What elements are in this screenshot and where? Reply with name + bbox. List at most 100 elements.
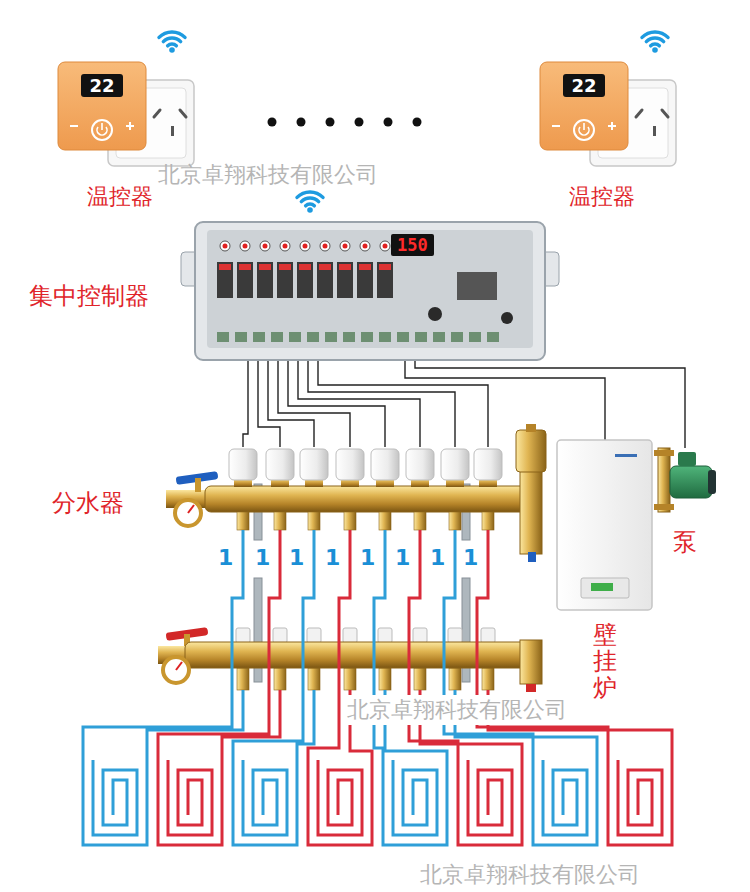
- balancing-cap: [481, 628, 495, 643]
- circuit-number: 1: [360, 545, 375, 570]
- thermometer-gauge: [175, 500, 201, 526]
- terminal: [235, 332, 247, 342]
- vent-cap: [526, 424, 536, 432]
- wifi-arc: [168, 44, 177, 46]
- wifi-arc: [301, 198, 318, 202]
- pump-body: [652, 448, 718, 512]
- drain-cap: [528, 552, 536, 562]
- floor-loop: [168, 760, 212, 835]
- outlet-fitting: [308, 668, 320, 690]
- actuator-wire: [268, 360, 314, 447]
- wifi-arc: [646, 38, 663, 42]
- actuator-head: [266, 449, 294, 480]
- led: [260, 241, 270, 251]
- minus-key: [552, 125, 560, 127]
- relay-mark: [359, 264, 371, 270]
- thermostat: 22温控器: [58, 62, 146, 150]
- valve-stem: [195, 478, 201, 492]
- relay: [297, 262, 313, 298]
- lcd-display: 22: [81, 74, 122, 97]
- control-wire: [243, 360, 248, 447]
- led: [380, 241, 390, 251]
- led: [220, 241, 230, 251]
- floor-loop: [393, 760, 437, 835]
- outlet-fitting: [274, 668, 286, 690]
- outlet-fitting: [414, 668, 426, 690]
- ellipsis-dot: [355, 118, 364, 127]
- device-label: 集中控制器: [29, 280, 149, 312]
- relay: [277, 262, 293, 298]
- terminal: [307, 332, 319, 342]
- outlet-fitting: [344, 512, 356, 530]
- outlet-fitting: [237, 512, 249, 530]
- chip: [457, 272, 497, 300]
- relay-mark: [319, 264, 331, 270]
- led-light: [223, 244, 228, 249]
- heating-pipe: [233, 530, 314, 845]
- wifi-icon: [642, 32, 668, 53]
- actuator-head: [406, 449, 434, 480]
- circuit-number: 1: [430, 545, 445, 570]
- relay-mark: [299, 264, 311, 270]
- ellipsis-dot: [297, 118, 306, 127]
- relay-mark: [339, 264, 351, 270]
- relay-mark: [239, 264, 251, 270]
- wifi-icon: [159, 32, 185, 53]
- relay: [317, 262, 333, 298]
- watermark: 北京卓翔科技有限公司: [420, 860, 640, 890]
- boiler-body: [557, 440, 652, 610]
- led-light: [303, 244, 308, 249]
- relay-mark: [279, 264, 291, 270]
- terminal-box: [678, 452, 696, 466]
- socket-slot: [154, 110, 186, 117]
- watermark: 北京卓翔科技有限公司: [158, 160, 378, 190]
- wifi-icon: [297, 192, 323, 213]
- terminal: [271, 332, 283, 342]
- outlet-fitting: [308, 512, 320, 530]
- minus-key: [70, 125, 78, 127]
- balancing-cap: [448, 628, 462, 643]
- relay: [377, 262, 393, 298]
- pump-pipe: [658, 448, 670, 512]
- socket-slot: [653, 126, 656, 136]
- outlet-fitting: [379, 512, 391, 530]
- actuator-head: [371, 449, 399, 480]
- thermostat-face: [58, 62, 146, 150]
- balancing-cap: [273, 628, 287, 643]
- heating-pipe: [83, 530, 243, 845]
- terminal: [487, 332, 499, 342]
- wifi-arc: [297, 192, 323, 198]
- thermostat-face: [540, 62, 628, 150]
- circuit-number: 1: [325, 545, 340, 570]
- terminal: [433, 332, 445, 342]
- relay: [337, 262, 353, 298]
- balancing-cap: [413, 628, 427, 643]
- led-light: [263, 244, 268, 249]
- terminal: [451, 332, 463, 342]
- thermostat: 22温控器: [540, 62, 628, 150]
- led: [240, 241, 250, 251]
- circuit-number: 1: [218, 545, 233, 570]
- led: [340, 241, 350, 251]
- air-vent: [516, 430, 546, 472]
- relay: [237, 262, 253, 298]
- motor-cap: [708, 470, 716, 494]
- power-key: [92, 120, 112, 140]
- led-light: [343, 244, 348, 249]
- balancing-cap: [236, 628, 250, 643]
- brand-mark: [615, 454, 637, 457]
- flange: [654, 504, 674, 510]
- central-controller: 150集中控制器: [195, 222, 545, 360]
- vent-body: [520, 470, 542, 554]
- terminal: [217, 332, 229, 342]
- housing: [195, 222, 545, 360]
- terminal: [379, 332, 391, 342]
- led: [360, 241, 370, 251]
- temperature-reading: 22: [571, 75, 596, 96]
- circuit-board: [207, 230, 533, 348]
- terminal: [343, 332, 355, 342]
- terminal: [253, 332, 265, 342]
- thermometer-gauge: [163, 657, 189, 683]
- led-display: 150: [391, 234, 434, 256]
